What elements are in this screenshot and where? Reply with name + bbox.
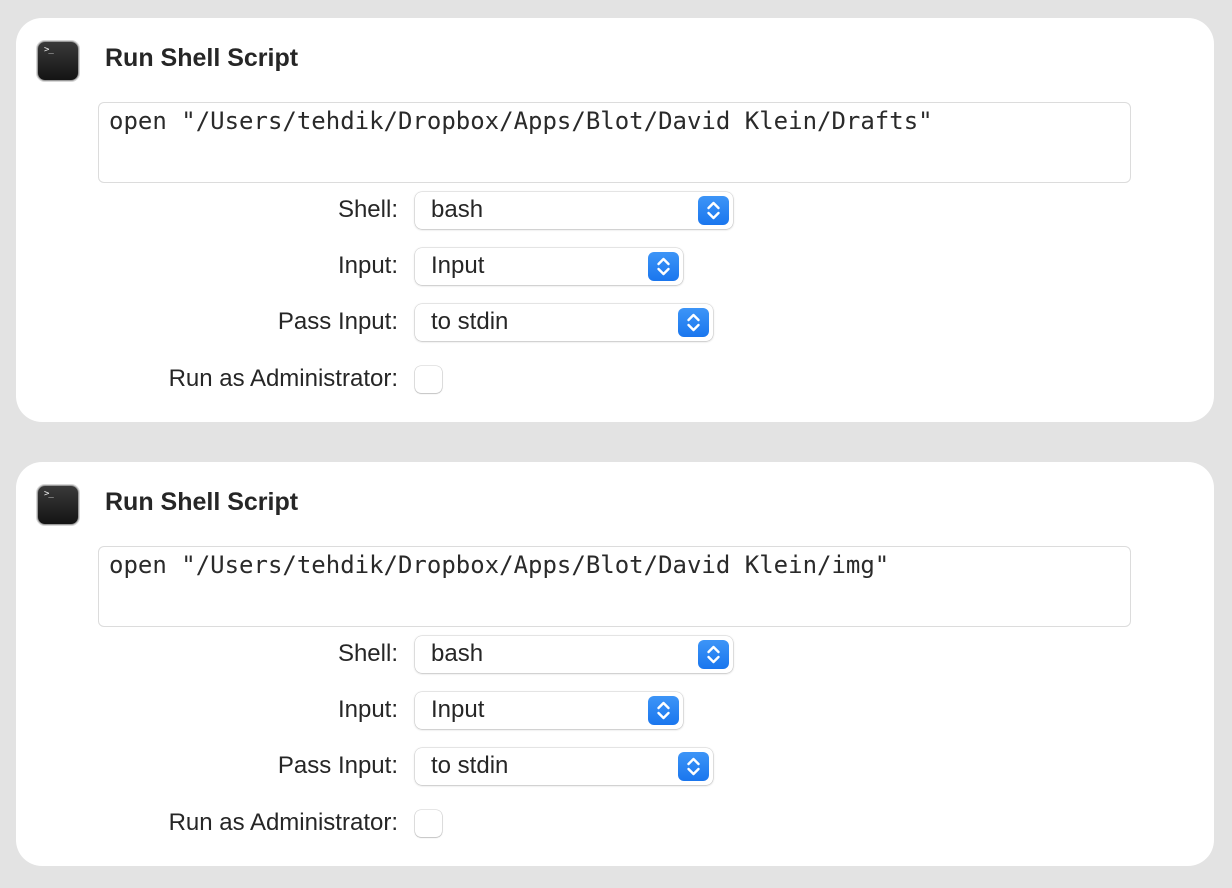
- chevron-up-down-icon: [678, 308, 709, 337]
- terminal-icon: >_: [37, 485, 79, 525]
- shell-select[interactable]: bash: [415, 636, 733, 673]
- run-as-admin-label: Run as Administrator:: [168, 809, 398, 836]
- run-as-admin-checkbox[interactable]: [415, 366, 442, 393]
- chevron-up-down-icon: [678, 752, 709, 781]
- terminal-icon: >_: [37, 41, 79, 81]
- shell-label: Shell:: [337, 196, 398, 223]
- input-label: Input:: [337, 696, 398, 723]
- pass-input-label: Pass Input:: [277, 308, 398, 335]
- shell-label: Shell:: [337, 640, 398, 667]
- shell-select[interactable]: bash: [415, 192, 733, 229]
- input-select[interactable]: Input: [415, 248, 683, 285]
- pass-input-select[interactable]: to stdin: [415, 304, 713, 341]
- pass-input-select[interactable]: to stdin: [415, 748, 713, 785]
- input-label: Input:: [337, 252, 398, 279]
- input-select-value: Input: [431, 252, 485, 279]
- action-card-run-shell-script-2: >_ Run Shell Script open "/Users/tehdik/…: [16, 462, 1214, 866]
- pass-input-select-value: to stdin: [431, 308, 509, 335]
- shell-select-value: bash: [431, 640, 484, 667]
- chevron-up-down-icon: [648, 252, 679, 281]
- pass-input-select-value: to stdin: [431, 752, 509, 779]
- action-card-run-shell-script-1: >_ Run Shell Script open "/Users/tehdik/…: [16, 18, 1214, 422]
- chevron-up-down-icon: [698, 640, 729, 669]
- run-as-admin-checkbox[interactable]: [415, 810, 442, 837]
- input-select-value: Input: [431, 696, 485, 723]
- shell-select-value: bash: [431, 196, 484, 223]
- run-as-admin-label: Run as Administrator:: [168, 365, 398, 392]
- action-title: Run Shell Script: [105, 488, 299, 516]
- chevron-up-down-icon: [698, 196, 729, 225]
- input-select[interactable]: Input: [415, 692, 683, 729]
- action-title: Run Shell Script: [105, 44, 299, 72]
- script-editor[interactable]: open "/Users/tehdik/Dropbox/Apps/Blot/Da…: [98, 102, 1131, 183]
- chevron-up-down-icon: [648, 696, 679, 725]
- script-editor[interactable]: open "/Users/tehdik/Dropbox/Apps/Blot/Da…: [98, 546, 1131, 627]
- pass-input-label: Pass Input:: [277, 752, 398, 779]
